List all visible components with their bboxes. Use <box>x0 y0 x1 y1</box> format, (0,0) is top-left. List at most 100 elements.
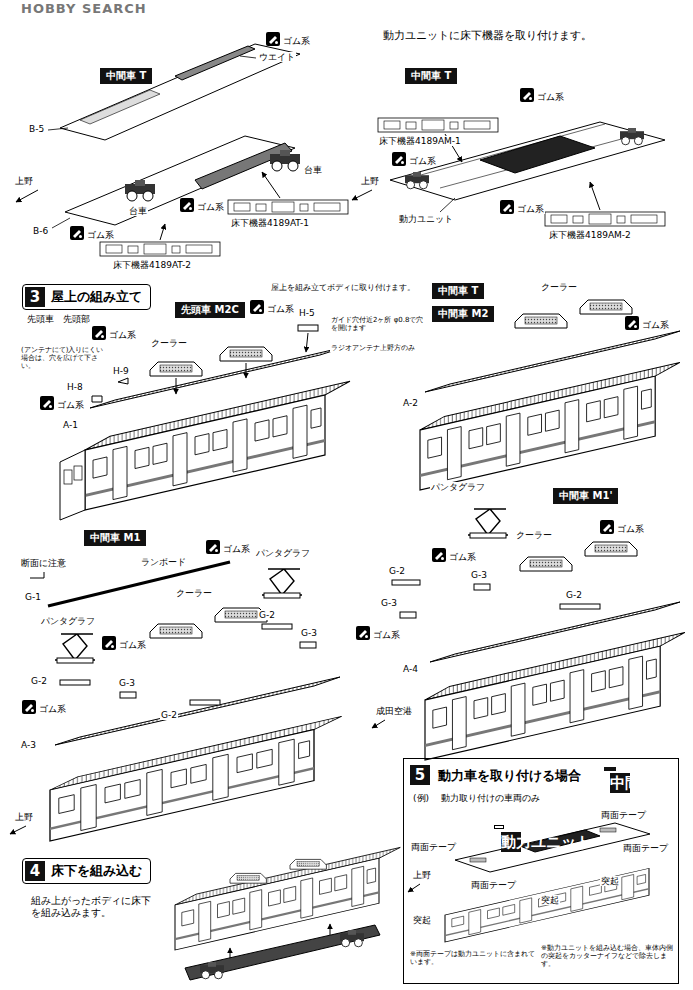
step-number: 3 <box>25 287 45 307</box>
illustration-part <box>600 828 616 832</box>
illustration-part <box>60 44 300 140</box>
illustration-part <box>420 363 680 490</box>
illustration-part <box>230 948 231 958</box>
part-label: ゴム系 <box>196 202 225 212</box>
part-label: G-1 <box>24 592 42 602</box>
part-label: ゴム系 <box>108 330 137 340</box>
part-label: ゴム系 <box>86 230 115 240</box>
illustration-part <box>16 190 38 202</box>
part-label: 突起 <box>412 915 432 925</box>
illustration-part <box>74 466 82 480</box>
illustration-part <box>600 520 614 534</box>
illustration-part <box>48 128 68 130</box>
illustration-part <box>85 381 350 510</box>
illustration-part <box>175 858 379 950</box>
illustration-part <box>118 378 128 384</box>
part-label: ゴム系 <box>266 304 295 314</box>
part-label: 屋上を組み立てボディに取り付けます。 <box>270 283 416 292</box>
node-text: 動力車を取り付ける場合 <box>436 767 583 785</box>
part-label: ウエイト <box>258 52 296 62</box>
part-label: G-2 <box>30 676 48 686</box>
illustration-part <box>180 198 194 212</box>
part-label: ※動力ユニットを組み込む場合、車体内側の突起をカッターナイフなどで除去します。 <box>540 944 677 968</box>
part-label: 動力ユニット <box>398 214 454 224</box>
part-label: ゴム系 <box>408 156 437 166</box>
node-text: 動力ユニット <box>501 832 521 852</box>
illustration-part <box>52 218 70 228</box>
illustration-part <box>160 224 165 240</box>
power-car-example <box>408 823 650 942</box>
section-header: 4床下を組み込む <box>22 858 151 884</box>
illustration-part <box>330 924 331 935</box>
illustration-part <box>378 118 498 132</box>
part-label: 床下機器4189AM-1 <box>378 136 462 146</box>
illustration-part <box>60 680 90 685</box>
part-label: 両面テープ <box>622 843 669 853</box>
car-tag: 中間車 T <box>100 68 152 84</box>
part-label: パンタグラフ <box>40 616 96 626</box>
node-text: 中間車 M2 <box>438 308 488 319</box>
part-label: H-9 <box>112 366 130 376</box>
illustration-part <box>500 200 514 214</box>
illustration-part <box>400 612 416 618</box>
part-label: クーラー <box>175 588 213 598</box>
part-label: ゴム系 <box>372 630 401 640</box>
part-label: H-5 <box>298 308 316 318</box>
car-tag: 中間車 T <box>405 68 457 84</box>
illustration-part <box>240 56 256 58</box>
part-label: 上野 <box>14 176 34 186</box>
illustration-part <box>468 509 508 538</box>
illustration-part <box>50 716 342 841</box>
illustration-part <box>55 634 95 663</box>
part-label: G-2 <box>258 610 276 620</box>
part-label: ゴム系 <box>536 92 565 102</box>
node-text: 先頭車 M2C <box>181 304 239 315</box>
part-label: G-2 <box>565 590 583 600</box>
car-tag: 中間車 M1 <box>84 530 146 546</box>
car-tag: 先頭車 M2C <box>175 302 245 318</box>
illustration-part <box>520 557 572 571</box>
part-label: 床下機器4189AT-1 <box>230 218 310 228</box>
illustration-part <box>64 470 72 484</box>
part-label: G-3 <box>380 598 398 608</box>
part-box: 動力ユニット <box>494 825 504 829</box>
node-text: 床下を組み込む <box>51 862 142 880</box>
part-label: A-1 <box>62 420 79 430</box>
illustration-part <box>92 396 102 402</box>
part-label: 床下機器4189AT-2 <box>112 260 192 270</box>
car-tag: 中間車 T <box>432 283 484 299</box>
illustration-part <box>85 395 325 510</box>
part-label: 両面テープ <box>470 880 517 890</box>
illustration-part <box>250 300 264 314</box>
part-label: B-5 <box>28 124 45 134</box>
illustration-part <box>580 300 632 314</box>
illustration-part <box>230 873 266 883</box>
car-t-m2 <box>420 300 680 490</box>
part-label: クーラー <box>540 282 578 292</box>
part-label: ゴム系 <box>616 524 645 534</box>
illustration-part <box>50 730 314 841</box>
car-tag: 中間車 M2 <box>432 306 494 322</box>
illustration-part <box>185 925 380 980</box>
illustration-part <box>432 548 446 562</box>
illustration-part <box>340 930 364 947</box>
part-label: 突起 <box>600 876 620 886</box>
part-label: クーラー <box>150 338 188 348</box>
illustration-part <box>392 580 420 585</box>
part-label: ゴム系 <box>448 552 477 562</box>
section-header: 3屋上の組み立て <box>22 284 151 310</box>
illustration-part <box>372 720 385 728</box>
illustration-part <box>445 868 649 942</box>
illustration-part <box>262 172 280 198</box>
illustration-part <box>474 584 490 590</box>
part-label: 成田空港 <box>375 706 413 716</box>
illustration-part <box>120 692 136 698</box>
node-text: 中間車 T <box>411 70 451 81</box>
part-label: A-4 <box>402 664 419 674</box>
illustration-part <box>440 198 455 212</box>
part-label: ガイド穴付近2ヶ所 φ0.8で穴を開けます <box>330 316 428 332</box>
car-m1 <box>10 540 342 841</box>
illustration-part <box>150 362 202 376</box>
illustration-part <box>176 378 177 394</box>
illustration-part <box>206 540 220 554</box>
